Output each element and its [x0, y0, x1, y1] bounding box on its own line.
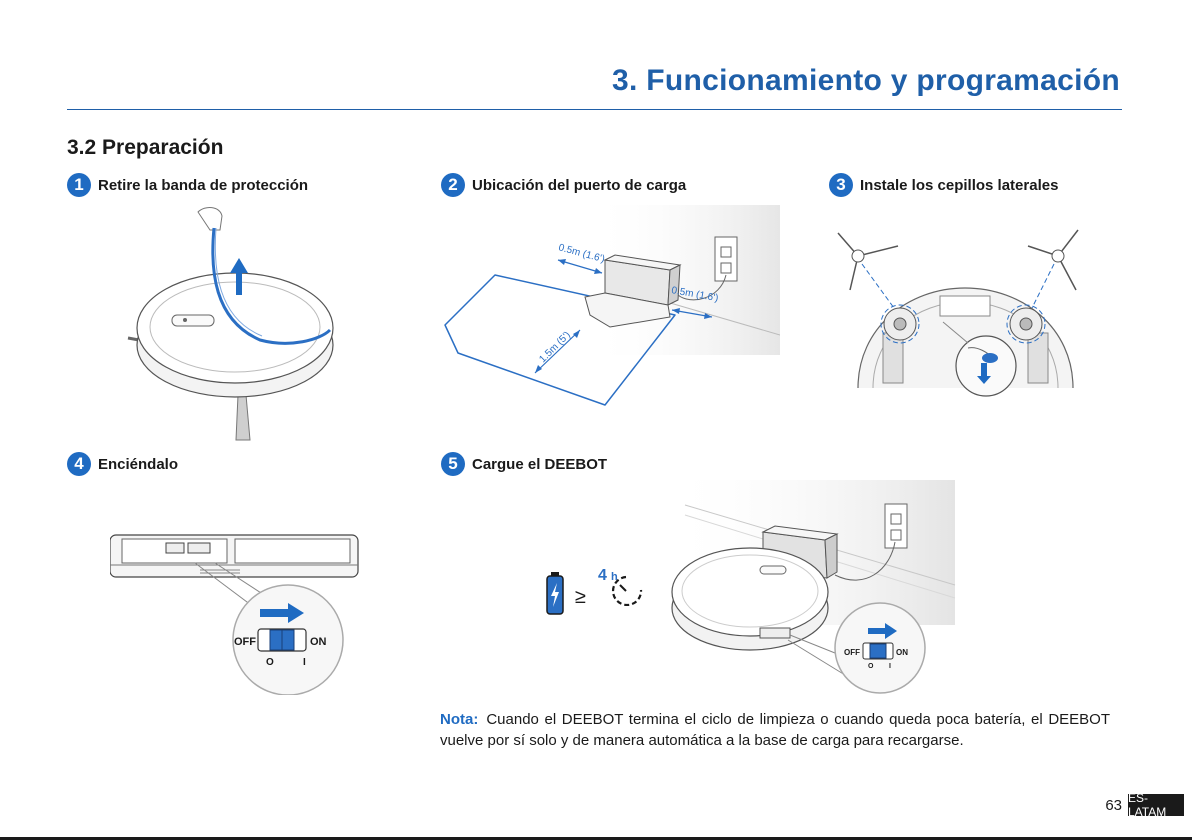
step-number-badge: 2	[441, 173, 465, 197]
dock-location-illustration: 0.5m (1.6') 0.5m (1.6') 1.5m (5')	[444, 205, 780, 406]
step-2-heading: 2 Ubicación del puerto de carga	[441, 173, 686, 197]
switch-off-label: OFF	[234, 636, 256, 648]
timer-icon	[611, 575, 643, 607]
header-divider	[67, 109, 1122, 110]
remove-strip-illustration	[127, 207, 334, 441]
switch-off-mark: O	[868, 663, 874, 670]
dock-clearance-front-label: 1.5m (5')	[537, 330, 572, 365]
battery-icon	[546, 572, 564, 615]
page-number: 63	[1105, 797, 1122, 814]
section-title: 3.2 Preparación	[67, 136, 224, 159]
step-label: Instale los cepillos laterales	[860, 176, 1059, 194]
step-label: Cargue el DEEBOT	[472, 455, 608, 473]
arrow-right-icon	[260, 603, 304, 623]
charge-hours-value: 4	[598, 567, 607, 584]
note-label: Nota:	[440, 711, 479, 728]
side-brushes-illustration	[837, 229, 1079, 397]
note-text: Cuando el DEEBOT termina el ciclo de lim…	[440, 711, 1110, 749]
wall-outlet-icon	[884, 503, 908, 549]
step-number-badge: 4	[67, 452, 91, 476]
switch-on-label: ON	[310, 636, 327, 648]
greater-or-equal-symbol: ≥	[575, 586, 586, 608]
step-number-badge: 5	[441, 452, 465, 476]
step-number-badge: 3	[829, 173, 853, 197]
step-label: Ubicación del puerto de carga	[472, 176, 687, 194]
switch-on-label: ON	[896, 648, 908, 657]
charge-hours-unit: h	[611, 571, 618, 583]
arrow-right-icon	[868, 623, 897, 639]
switch-off-label: OFF	[844, 648, 860, 657]
footer-divider	[0, 837, 1192, 840]
switch-on-mark: I	[303, 657, 306, 668]
chapter-title: 3. Funcionamiento y programación	[611, 64, 1120, 97]
charge-deebot-illustration: ≥ 4 h OFF ON O I	[546, 480, 956, 694]
power-switch-illustration: OFF ON O I	[110, 534, 359, 695]
step-1-heading: 1 Retire la banda de protección	[67, 173, 308, 197]
switch-off-mark: O	[266, 657, 274, 668]
language-badge: ES-LATAM	[1128, 791, 1184, 819]
switch-on-mark: I	[889, 663, 891, 670]
step-3-heading: 3 Instale los cepillos laterales	[829, 173, 1058, 197]
step-label: Retire la banda de protección	[98, 176, 309, 194]
note-paragraph: Nota:Cuando el DEEBOT termina el ciclo d…	[440, 709, 1110, 751]
wall-outlet-icon	[714, 236, 738, 282]
step-5-heading: 5 Cargue el DEEBOT	[441, 452, 607, 476]
step-label: Enciéndalo	[98, 455, 179, 473]
arrow-up-icon	[230, 258, 248, 295]
step-number-badge: 1	[67, 173, 91, 197]
step-4-heading: 4 Enciéndalo	[67, 452, 178, 476]
